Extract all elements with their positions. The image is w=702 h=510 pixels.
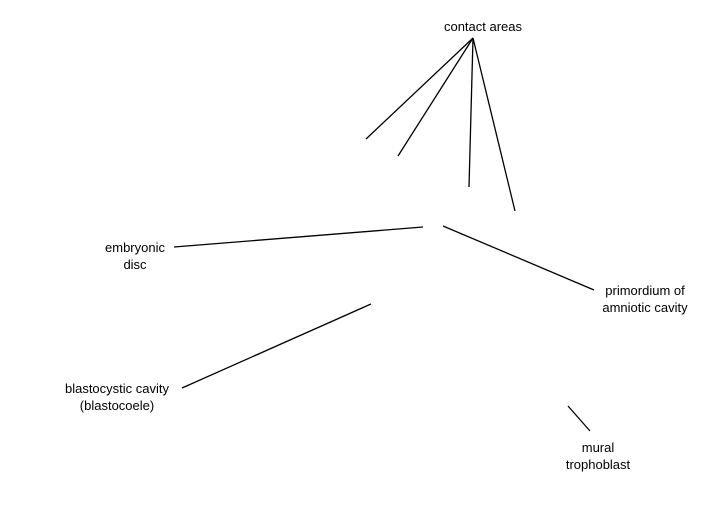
leader-primordium xyxy=(442,225,595,291)
label-primordium-line2: amniotic cavity xyxy=(602,300,688,315)
label-mural-trophoblast-line2: trophoblast xyxy=(565,457,631,472)
label-primordium-line1: primordium of xyxy=(605,283,685,298)
label-blastocystic-cavity-line2: (blastocoele) xyxy=(79,398,155,413)
label-blastocystic-cavity: blastocystic cavity (blastocoele) xyxy=(52,380,182,414)
label-blastocystic-cavity-line1: blastocystic cavity xyxy=(64,381,170,396)
leader-blastocystic-cavity xyxy=(181,303,372,389)
leader-contact-3 xyxy=(468,37,474,188)
label-primordium-amniotic-cavity: primordium of amniotic cavity xyxy=(590,282,700,316)
label-contact-areas: contact areas xyxy=(430,18,536,35)
leader-embryonic-disc xyxy=(173,226,424,248)
label-embryonic-disc: embryonic disc xyxy=(88,239,182,273)
label-mural-trophoblast-line1: mural xyxy=(581,440,615,455)
label-contact-areas-text: contact areas xyxy=(443,19,523,34)
leader-mural-trophoblast xyxy=(567,405,591,432)
leader-contact-1 xyxy=(365,37,474,140)
label-mural-trophoblast: mural trophoblast xyxy=(552,439,644,473)
label-embryonic-disc-line1: embryonic xyxy=(105,240,165,255)
label-embryonic-disc-line2: disc xyxy=(123,257,147,272)
leader-contact-2 xyxy=(397,37,474,157)
leader-contact-4 xyxy=(472,37,516,212)
